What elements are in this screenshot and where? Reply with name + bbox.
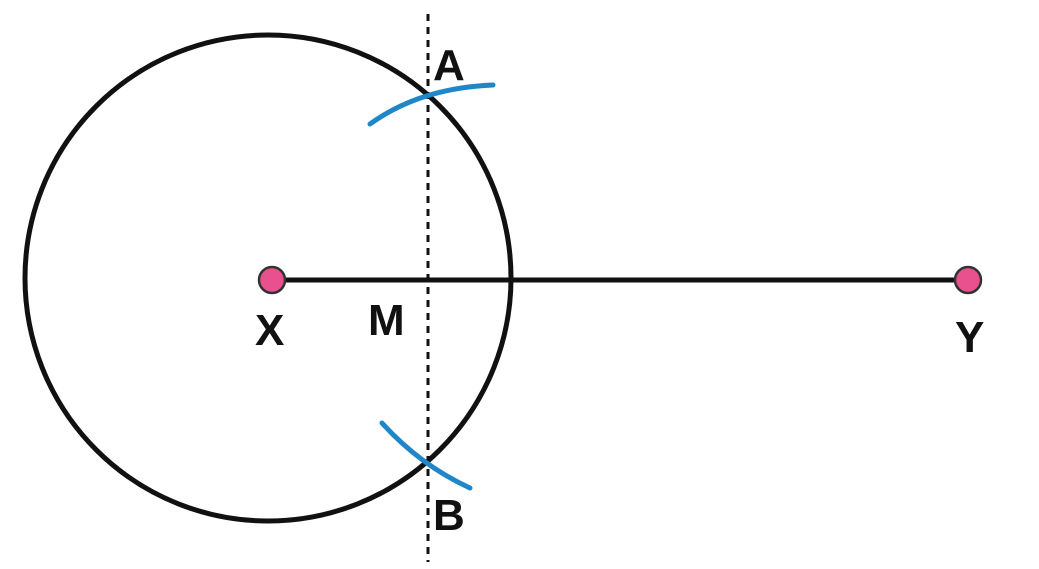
label-y: Y [955, 313, 984, 362]
point-y-dot [953, 265, 983, 295]
label-b: B [433, 491, 465, 540]
label-m: M [368, 296, 405, 345]
label-a: A [433, 41, 465, 90]
arc-upper [367, 82, 496, 127]
label-x: X [255, 306, 284, 355]
point-x-dot [257, 265, 287, 295]
arc-lower [379, 420, 473, 491]
